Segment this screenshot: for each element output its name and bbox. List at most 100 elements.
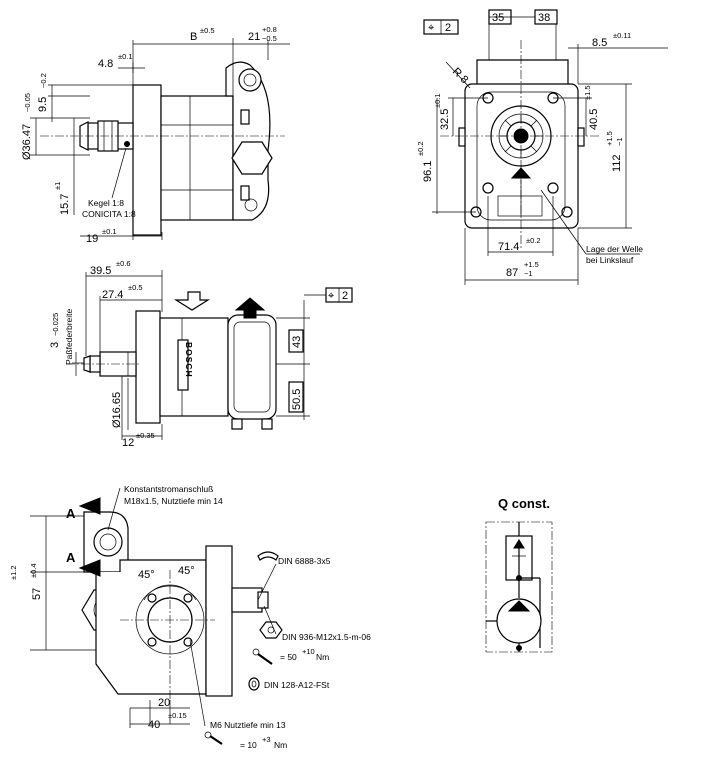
dim-12-tol: ±0.35 [136,431,155,440]
key-icon [257,551,279,561]
flange-body-middle [135,310,161,424]
torque-1-unit: Nm [316,652,329,662]
dim-8-5-tol: ±0.11 [613,31,631,40]
dim-38: 38 [538,12,550,24]
dim-87-tol-plus: +1.5 [524,260,539,269]
dim-50-5: 50.5 [291,389,303,410]
dim-9-5-tol: −0.2 [39,73,48,88]
dim-39-5-tol: ±0.6 [116,259,131,268]
dim-35: 35 [492,12,504,24]
inlet-arrow [173,291,211,311]
dim-b: B [190,31,197,43]
brand-label: BOSCH [184,342,194,378]
schematic-title: Q const. [498,496,550,511]
position-tolerance-value-middle: 2 [342,290,348,302]
hydraulic-schematic: Q const. [485,496,553,653]
shaft-position-note-line1: Lage der Welle [586,244,643,254]
view-top-middle: BOSCH 39.5 ±0.6 27.4 ±0.5 3 −0 [49,259,353,449]
dim-4-8-tol: ±0.1 [118,52,133,61]
port-note-line1: Konstantstromanschluß [124,484,213,494]
dim-9-5: 9.5 [37,97,49,112]
position-tolerance-symbol: ⌖ [428,22,434,34]
washer-icon [248,677,260,691]
dim-12: 12 [122,437,134,449]
washer-note: DIN 128-A12-FSt [264,680,330,690]
dim-87-tol-minus: −1 [524,269,533,278]
torque-2: = 10 [240,740,257,750]
bolt-hole-br [547,182,559,194]
dim-21-tol-minus: −0.5 [262,34,277,43]
drive-shaft-bottom [231,587,263,613]
torque-2-unit: Nm [274,740,287,750]
dim-20: 20 [158,697,170,709]
torque-1: = 50 [280,652,297,662]
dim-57: 57 [31,588,43,600]
dim-15-7: 15.7 [59,194,71,215]
rear-cover-middle [227,314,277,420]
key-note: DIN 6888-3x5 [278,556,331,566]
dim-57-tol: ±0.4 [29,563,38,578]
dim-112-tol-plus: +1.5 [605,131,614,146]
dim-b-tol: ±0.5 [200,26,215,35]
dim-left-tol: ±1.2 [9,565,18,580]
hex-plug [231,141,273,175]
dim-15-7-tol: ±1 [53,182,62,190]
dim-71-4-tol: ±0.2 [526,236,541,245]
dim-112: 112 [611,154,623,172]
wrench-icon-2 [209,735,223,745]
upper-port [238,68,262,92]
dim-27-4: 27.4 [102,289,123,301]
dim-8-5: 8.5 [592,37,607,49]
flange-body [132,84,162,236]
section-arrow-upper [78,497,101,515]
dim-96-1-tol: ±0.2 [416,141,425,156]
dim-96-1: 96.1 [422,161,434,182]
constant-flow-port [93,527,123,557]
angle-2: 45° [178,565,195,577]
torque-2-tol: +3 [262,735,271,744]
dim-21-tol-plus: +0.8 [262,25,277,34]
rear-cover [225,61,271,221]
dim-40-tol: ±0.15 [168,711,187,720]
dim-19: 19 [86,233,98,245]
port-note-line2: M18x1.5, Nutztiefe min 14 [124,496,223,506]
flange-bottom [205,545,233,697]
dim-16-65: Ø16.65 [111,392,123,428]
position-tolerance-symbol-middle: ⌖ [328,290,334,302]
view-bottom-left: A A 57 ±0.4 ±1.2 Konstantstromanschluß M… [9,484,371,750]
dim-3-tol: −0.025 [51,313,60,336]
pump-body [160,95,234,221]
dim-27-4-tol: ±0.5 [128,283,143,292]
view-side-top-left: B ±0.5 21 +0.8 −0.5 4.8 ±0.1 9.5 −0.2 Ø3… [21,25,290,245]
pump-body-middle [159,317,229,417]
angle-1: 45° [138,569,155,581]
top-boss [476,59,569,84]
dim-112-tol-minus: −1 [615,137,624,146]
cone-label-de: Kegel 1:8 [88,198,124,208]
dim-21: 21 [248,31,260,43]
dim-32-5-tol: ±0.1 [433,93,442,108]
torque-1-tol: +10 [302,647,315,656]
shaft-position-note-line2: bei Linkslauf [586,255,634,265]
dim-4-8: 4.8 [98,58,113,70]
dim-19-tol: ±0.1 [102,227,117,236]
dim-40-5-tol: ±1.5 [583,85,592,100]
dim-43: 43 [291,336,303,348]
position-tolerance-value: 2 [445,22,451,34]
section-label-a-lower: A [66,550,76,565]
cone-label-it: CONICITA 1:8 [82,209,136,219]
wrench-icon-1 [257,653,273,665]
view-front-top-right: ⌖ 2 35 38 8.5 ±0.11 R 8 32.5 ±0.1 96.1 ±… [416,9,668,285]
dim-36-47: Ø36.47 [21,124,33,160]
dim-71-4: 71.4 [498,241,519,253]
dim-39-5: 39.5 [90,265,111,277]
dim-r8: R 8 [450,66,471,87]
dim-3: 3 [49,342,61,348]
dim-40-5: 40.5 [588,109,600,130]
thread-note: M6 Nutztiefe min 13 [210,720,286,730]
section-arrow-lower [78,559,101,577]
bolt-hole-bl [482,182,494,194]
dim-87: 87 [506,267,518,279]
dim-32-5: 32.5 [439,109,451,130]
